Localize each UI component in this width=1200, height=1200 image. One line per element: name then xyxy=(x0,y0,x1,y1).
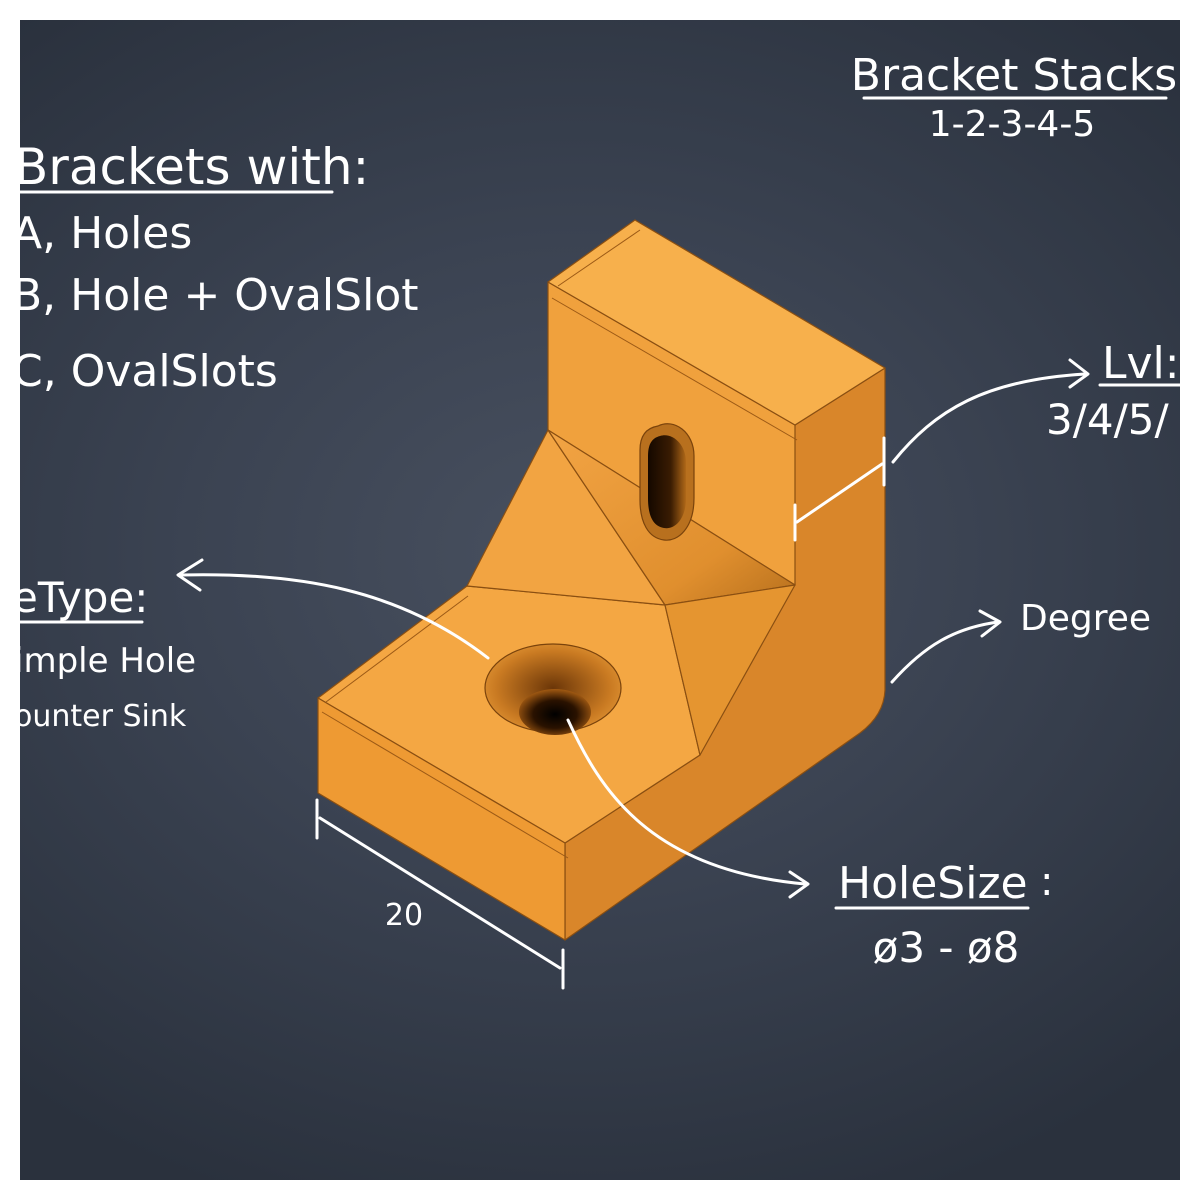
countersunk-hole xyxy=(484,643,622,735)
type-arrow xyxy=(178,573,490,660)
type-arrow-head xyxy=(176,558,204,592)
length-value: 20 xyxy=(385,898,423,933)
viewport-canvas: Bracket Stacks 1-2-3-4-5 Brackets with: … xyxy=(20,20,1180,1180)
annotation-hole-size: HoleSize : ø3 - ø8 xyxy=(566,718,1053,972)
type-title: eType: xyxy=(20,573,148,622)
bracket-edges xyxy=(321,229,798,859)
annotation-brackets: Brackets with: A, Holes B, Hole + OvalSl… xyxy=(20,138,418,397)
oval-slot xyxy=(639,423,695,541)
annotation-degree: Degree xyxy=(890,598,1151,684)
bracket-diagram: Bracket Stacks 1-2-3-4-5 Brackets with: … xyxy=(20,50,1180,990)
annotation-stacks: Bracket Stacks 1-2-3-4-5 xyxy=(851,50,1177,145)
degree-label: Degree xyxy=(1020,598,1151,639)
hole-size-colon: : xyxy=(1040,859,1053,905)
degree-arrow-head xyxy=(978,609,1002,638)
annotation-length-dimension: 20 xyxy=(315,798,565,990)
hole-size-arrow-head xyxy=(788,870,810,899)
lvl-arrow-head xyxy=(1068,358,1090,389)
annotation-level: Lvl: 3/4/5/ xyxy=(793,338,1180,542)
base-front-face xyxy=(317,697,566,941)
degree-arrow xyxy=(890,620,1000,684)
hole-size-arrow xyxy=(566,718,807,886)
lvl-arrow xyxy=(891,372,1087,464)
brackets-title: Brackets with: xyxy=(20,138,369,196)
lvl-values: 3/4/5/ xyxy=(1046,395,1169,444)
bracket-model xyxy=(317,219,886,941)
hole-size-title: HoleSize xyxy=(838,858,1028,909)
stacks-values: 1-2-3-4-5 xyxy=(929,104,1095,145)
option-a-holes: A, Holes xyxy=(20,208,192,259)
option-b-hole-oval: B, Hole + OvalSlot xyxy=(20,270,418,321)
vertical-plate-top xyxy=(547,219,886,426)
stacks-title: Bracket Stacks xyxy=(851,50,1177,101)
length-dimension-line xyxy=(318,816,562,970)
annotation-type: eType: imple Hole ounter Sink xyxy=(20,558,490,734)
gusset-lower-facet xyxy=(664,584,796,756)
type-counter-sink: ounter Sink xyxy=(20,699,187,734)
option-c-oval-slots: C, OvalSlots xyxy=(20,346,278,397)
hole-size-values: ø3 - ø8 xyxy=(873,923,1020,972)
type-simple-hole: imple Hole xyxy=(20,641,196,681)
lvl-title: Lvl: xyxy=(1102,338,1180,389)
thickness-dimension-line xyxy=(795,462,884,524)
